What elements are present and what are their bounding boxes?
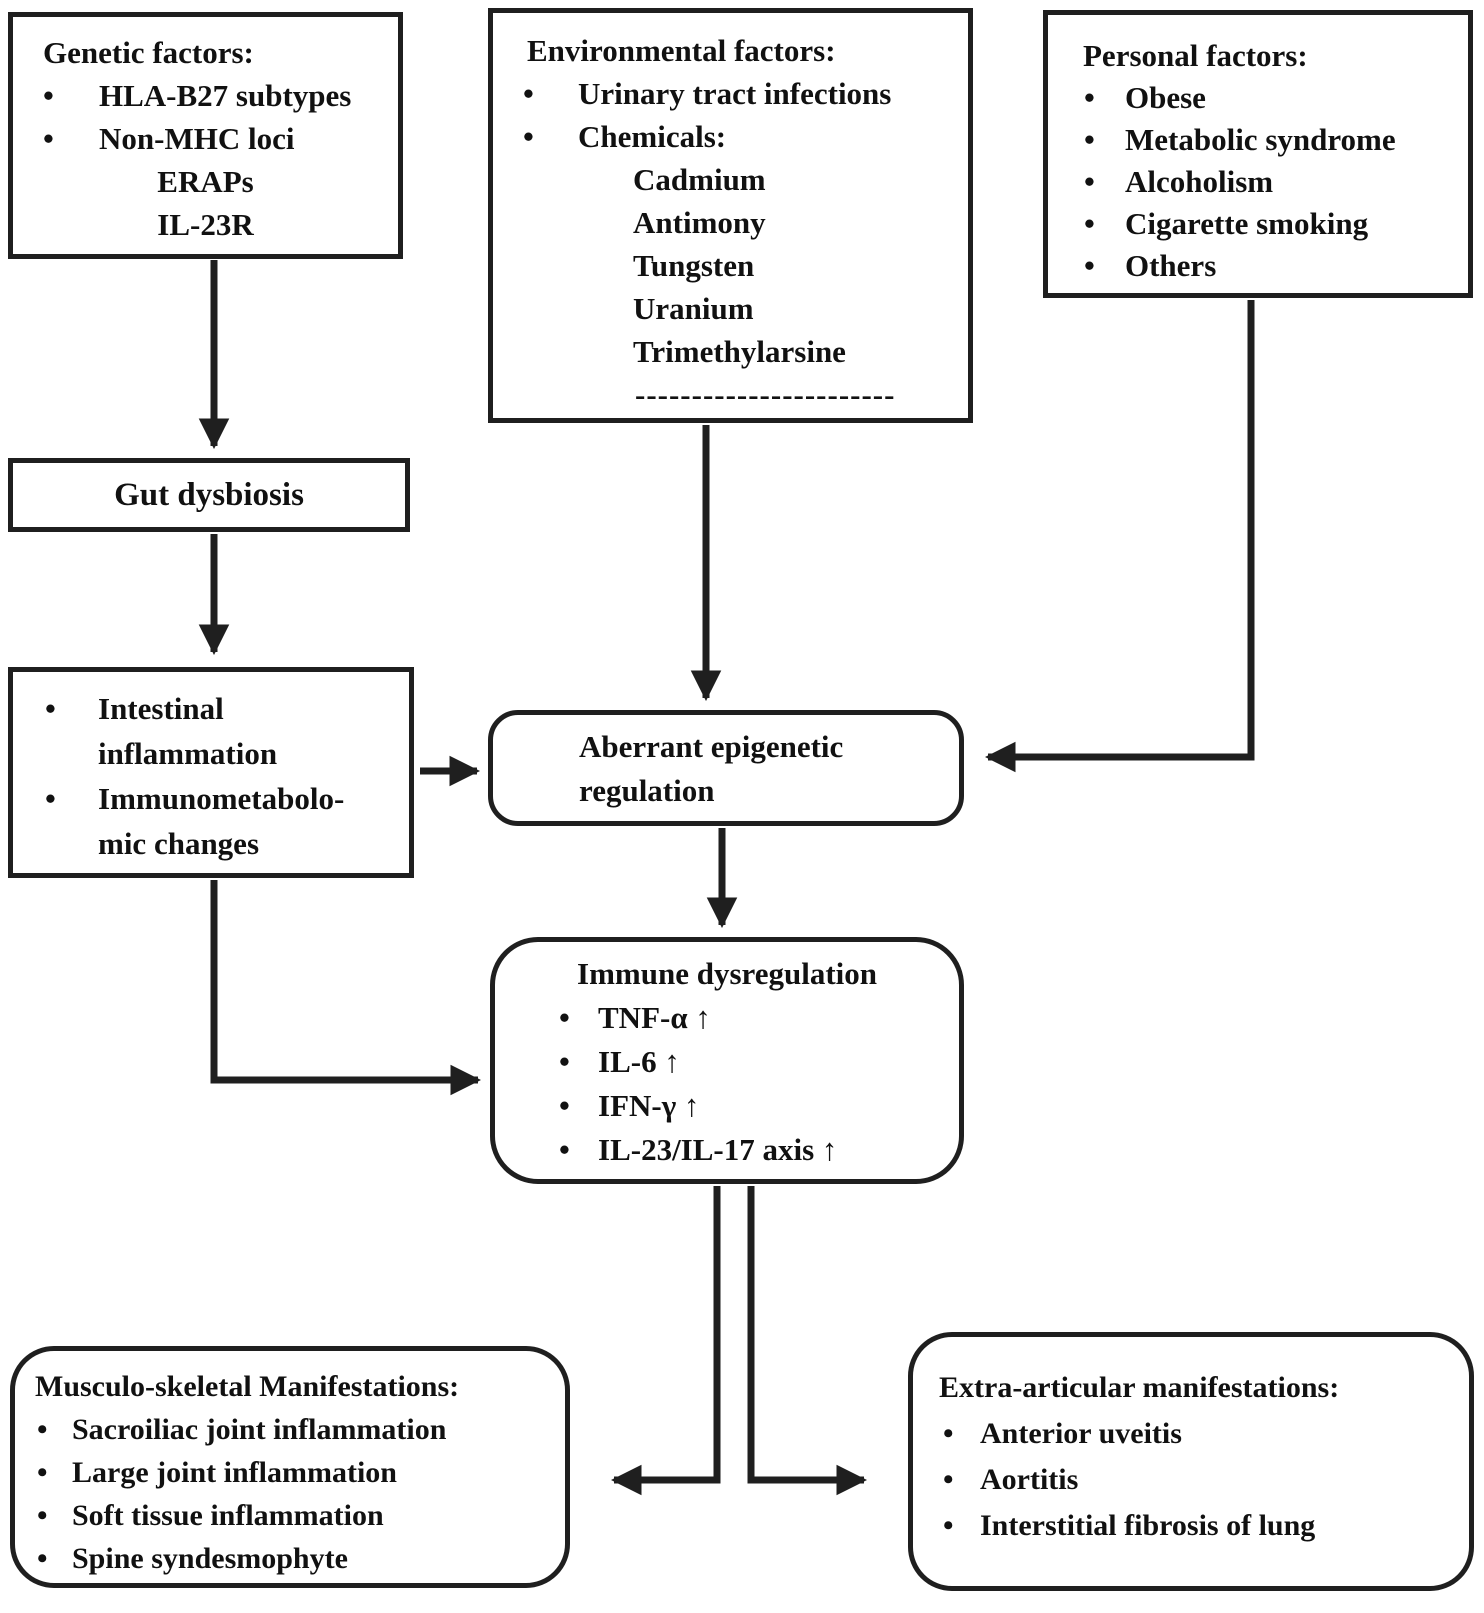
list-item-label: Intestinal inflammation [98,691,278,771]
arrow-intestinal-to-immune [210,880,482,1096]
intestinal-list: Intestinal inflammation Immunometabolo-m… [13,686,409,866]
list-item-label: Obese [1125,80,1206,115]
list-item: HLA-B27 subtypes [13,74,398,117]
list-item-label: Large joint inflammation [72,1456,397,1489]
list-item: Alcoholism [1048,161,1468,203]
list-item-label: IL-6 ↑ [598,1044,680,1079]
list-item: IL-6 ↑ [495,1040,959,1084]
chemical-item: Cadmium [633,162,766,197]
list-item-label: TNF-α ↑ [598,1000,711,1035]
list-item-label: IL-23/IL-17 axis ↑ [598,1132,838,1167]
arrow-immune-to-musculoskeletal [610,1186,721,1496]
arrow-immune-to-extra-articular [747,1186,868,1496]
personal-factors-list: Obese Metabolic syndrome Alcoholism Ciga… [1048,77,1468,287]
list-item-label: Immunometabolo-mic changes [98,781,345,861]
list-sub-item: IL-23R [157,207,254,242]
list-item: Non-MHC loci [13,117,398,160]
list-item: Aortitis [913,1457,1469,1503]
list-item: Chemicals: [493,115,968,158]
list-item: Intestinal inflammation [13,686,313,776]
list-item: Anterior uveitis [913,1411,1469,1457]
list-item: Obese [1048,77,1468,119]
genetic-factors-title: Genetic factors: [43,35,254,70]
chemical-item: Uranium [633,291,754,326]
list-sub-item: ERAPs [157,164,254,199]
list-item: Soft tissue inflammation [15,1494,565,1537]
personal-factors-title: Personal factors: [1083,38,1308,73]
genetic-factors-box: Genetic factors: HLA-B27 subtypes Non-MH… [8,12,403,259]
list-item: Immunometabolo-mic changes [13,776,344,866]
list-item-label: Spine syndesmophyte [72,1542,348,1575]
list-item-label: Anterior uveitis [980,1417,1182,1450]
chemical-item: Antimony [633,205,766,240]
list-item-label: Cigarette smoking [1125,206,1369,241]
list-item: Spine syndesmophyte [15,1537,565,1580]
personal-factors-box: Personal factors: Obese Metabolic syndro… [1043,10,1473,298]
immune-dysregulation-box: Immune dysregulation TNF-α ↑ IL-6 ↑ IFN-… [490,937,964,1184]
environmental-factors-box: Environmental factors: Urinary tract inf… [488,8,973,423]
list-item: Cigarette smoking [1048,203,1468,245]
intestinal-inflammation-box: Intestinal inflammation Immunometabolo-m… [8,667,414,878]
list-item: Others [1048,245,1468,287]
musculoskeletal-manifestations-box: Musculo-skeletal Manifestations: Sacroil… [10,1346,570,1588]
list-item: TNF-α ↑ [495,996,959,1040]
list-item-label: Metabolic syndrome [1125,122,1396,157]
list-item: Urinary tract infections [493,72,968,115]
environmental-factors-title: Environmental factors: [527,33,836,68]
list-item-label: Chemicals: [578,119,727,154]
list-item-label: Non-MHC loci [99,121,295,156]
aberrant-epigenetic-regulation-box: Aberrant epigenetic regulation [488,710,964,826]
arrow-personal-to-aberrant [984,300,1255,773]
list-item-label: HLA-B27 subtypes [99,78,352,113]
chemical-item: Trimethylarsine [633,334,846,369]
list-item: Sacroiliac joint inflammation [15,1408,565,1451]
list-item-label: Alcoholism [1125,164,1274,199]
gut-dysbiosis-box: Gut dysbiosis [8,458,410,532]
list-item: Interstitial fibrosis of lung [913,1503,1469,1549]
immune-dysregulation-title: Immune dysregulation [577,956,877,991]
genetic-factors-list: HLA-B27 subtypes Non-MHC loci [13,74,398,160]
immune-dysregulation-list: TNF-α ↑ IL-6 ↑ IFN-γ ↑ IL-23/IL-17 axis … [495,996,959,1172]
list-item-label: Aortitis [980,1463,1079,1496]
list-item-label: IFN-γ ↑ [598,1088,700,1123]
gut-dysbiosis-label: Gut dysbiosis [114,476,304,513]
list-item: Metabolic syndrome [1048,119,1468,161]
extra-articular-list: Anterior uveitis Aortitis Interstitial f… [913,1411,1469,1549]
chemical-item: Tungsten [633,248,755,283]
musculoskeletal-title: Musculo-skeletal Manifestations: [35,1370,460,1403]
list-item-label: Interstitial fibrosis of lung [980,1509,1316,1542]
list-item: IL-23/IL-17 axis ↑ [495,1128,959,1172]
list-item: Large joint inflammation [15,1451,565,1494]
extra-articular-title: Extra-articular manifestations: [939,1371,1340,1404]
list-item-label: Urinary tract infections [578,76,892,111]
aberrant-line-1: Aberrant epigenetic [579,729,844,764]
environmental-factors-list: Urinary tract infections Chemicals: [493,72,968,158]
extra-articular-manifestations-box: Extra-articular manifestations: Anterior… [908,1332,1474,1591]
list-item: IFN-γ ↑ [495,1084,959,1128]
musculoskeletal-list: Sacroiliac joint inflammation Large join… [15,1408,565,1580]
list-item-label: Others [1125,248,1217,283]
aberrant-line-2: regulation [579,773,715,808]
list-item-label: Sacroiliac joint inflammation [72,1413,447,1446]
dashed-divider: ----------------------- [635,377,896,412]
list-item-label: Soft tissue inflammation [72,1499,384,1532]
